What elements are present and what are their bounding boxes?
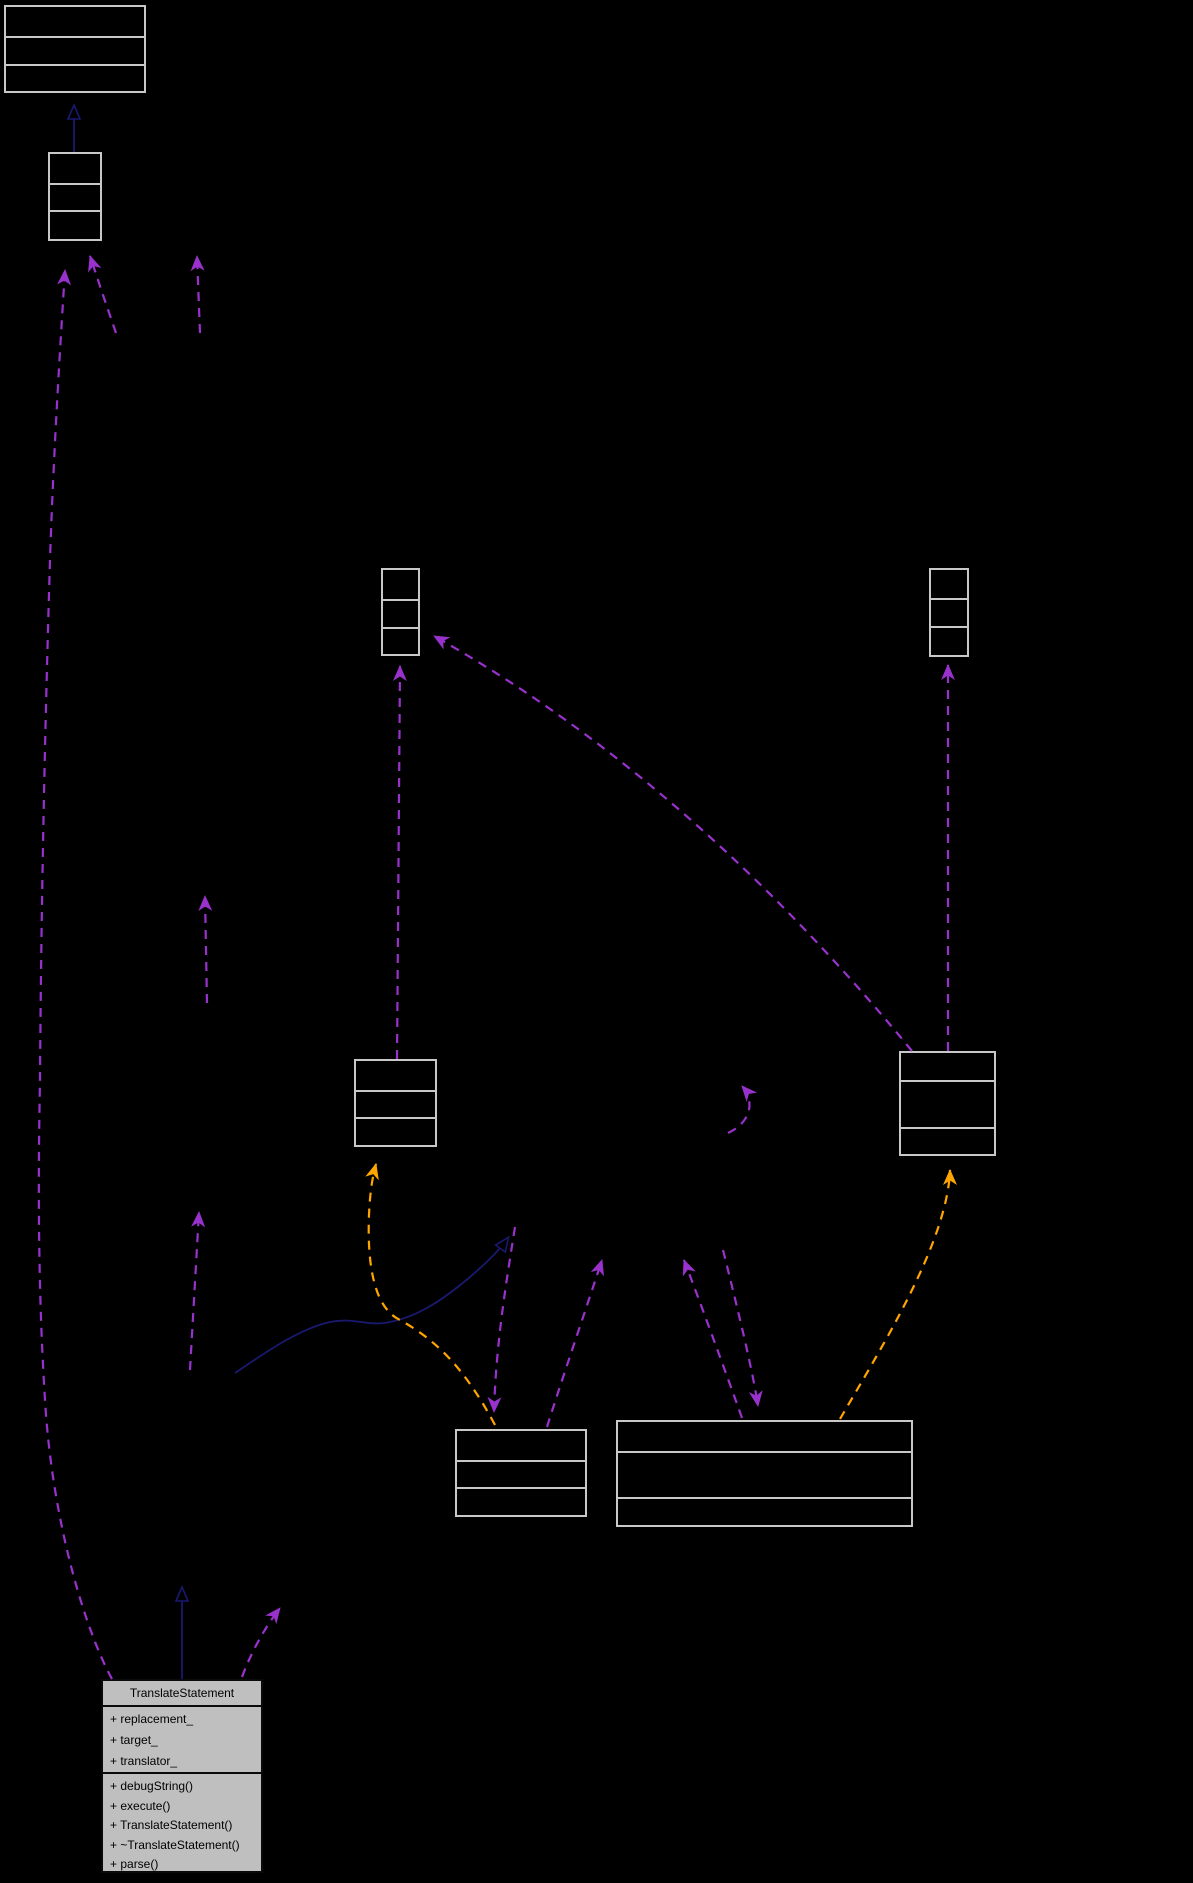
edge-usage-long-diagonal — [433, 635, 913, 1052]
class-node-center-right[interactable] — [899, 1051, 996, 1156]
edge-usage-translate-statement-up-right — [240, 1607, 281, 1678]
class-node-top-left[interactable] — [4, 5, 146, 93]
node-row — [931, 598, 967, 626]
node-row — [383, 627, 418, 654]
class-node-upper-small[interactable] — [48, 152, 102, 241]
node-row — [6, 36, 144, 64]
node-row — [50, 210, 100, 239]
edge-usage-small-arc — [727, 1085, 758, 1135]
class-node-translate-statement: TranslateStatement + replacement_ + targ… — [101, 1679, 263, 1873]
class-title: TranslateStatement — [103, 1681, 261, 1707]
node-row — [457, 1460, 585, 1487]
node-row — [901, 1080, 994, 1127]
attribute: + replacement_ — [110, 1712, 194, 1726]
edge-usage-floating-top — [190, 255, 205, 334]
node-row — [356, 1117, 435, 1145]
edge-usage-floating-lower — [188, 1211, 206, 1371]
node-row — [356, 1090, 435, 1117]
method: + ~TranslateStatement() — [110, 1837, 240, 1852]
node-row — [6, 64, 144, 91]
class-node-center-left[interactable] — [354, 1059, 437, 1147]
method: + debugString() — [110, 1779, 194, 1793]
node-row — [50, 183, 100, 210]
edge-template-lower-wide-to-center-right — [839, 1169, 957, 1420]
node-row — [901, 1127, 994, 1154]
node-row — [931, 626, 967, 655]
edge-inherit-curve-right — [234, 1238, 508, 1374]
class-node-lower-left[interactable] — [455, 1429, 587, 1517]
class-node-mid-right-narrow[interactable] — [929, 568, 969, 657]
edge-template-lower-left-to-center-left — [365, 1163, 496, 1426]
attribute: + translator_ — [110, 1754, 178, 1768]
edge-usage-down-into-lower-left — [487, 1226, 517, 1413]
edge-usage-center-left-to-narrow — [392, 665, 407, 1060]
node-row — [618, 1497, 911, 1525]
method: + parse() — [110, 1857, 159, 1871]
method: + execute() — [110, 1798, 171, 1813]
class-attributes: + replacement_ + target_ + translator_ — [103, 1707, 261, 1774]
edge-usage-long-left-curve — [37, 269, 113, 1680]
class-node-mid-left-narrow[interactable] — [381, 568, 420, 656]
edge-usage-down-into-lower-wide — [721, 1249, 763, 1407]
node-row — [457, 1487, 585, 1515]
class-node-lower-wide[interactable] — [616, 1420, 913, 1527]
method: + TranslateStatement() — [110, 1818, 233, 1832]
edge-usage-lower-left-up-right — [545, 1259, 604, 1428]
edge-usage-floating-middle — [198, 895, 213, 1004]
edge-usage-into-upper-small-right — [88, 255, 118, 334]
class-methods: + debugString() + execute() + TranslateS… — [103, 1774, 261, 1875]
node-row — [383, 599, 418, 627]
node-row — [618, 1451, 911, 1497]
edge-usage-lower-wide-up-left — [682, 1259, 744, 1419]
attribute: + target_ — [110, 1733, 158, 1747]
